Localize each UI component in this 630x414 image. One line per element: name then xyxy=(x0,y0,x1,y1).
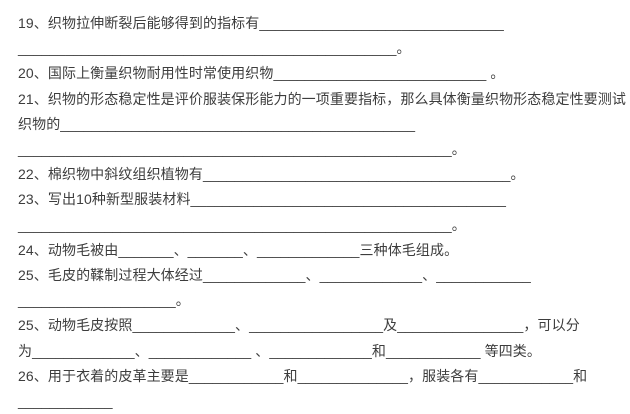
question-23-line-1: 23、写出10种新型服装材料__________________________… xyxy=(18,191,506,208)
question-26-line-1: 26、用于衣着的皮革主要是____________和______________… xyxy=(18,367,588,384)
question-20-line: 20、国际上衡量织物耐用性时常使用织物_____________________… xyxy=(18,65,505,82)
question-25a-line-2: ____________________。 xyxy=(18,292,190,309)
question-21-line-3: ________________________________________… xyxy=(18,141,466,158)
question-24-line: 24、动物毛被由_______、_______、_____________三种体… xyxy=(18,241,459,258)
question-25b-line-1: 25、动物毛皮按照_____________、_________________… xyxy=(18,317,580,334)
question-19-line-1: 19、织物拉伸断裂后能够得到的指标有______________________… xyxy=(18,15,504,31)
question-26-line-2: ____________ xyxy=(18,393,113,410)
question-25a-line-1: 25、毛皮的鞣制过程大体经过_____________、____________… xyxy=(18,267,531,284)
question-25b-line-2: 为_____________、_____________ 、__________… xyxy=(18,342,541,359)
question-23-line-2: ________________________________________… xyxy=(18,216,466,233)
question-19-line-2: ________________________________________… xyxy=(18,40,411,57)
question-21-line-1: 21、织物的形态稳定性是评价服装保形能力的一项重要指标，那么具体衡量织物形态稳定… xyxy=(18,90,626,107)
question-22-line: 22、棉织物中斜纹组织植物有__________________________… xyxy=(18,166,525,183)
question-21-line-2: 织物的_____________________________________… xyxy=(18,115,416,132)
